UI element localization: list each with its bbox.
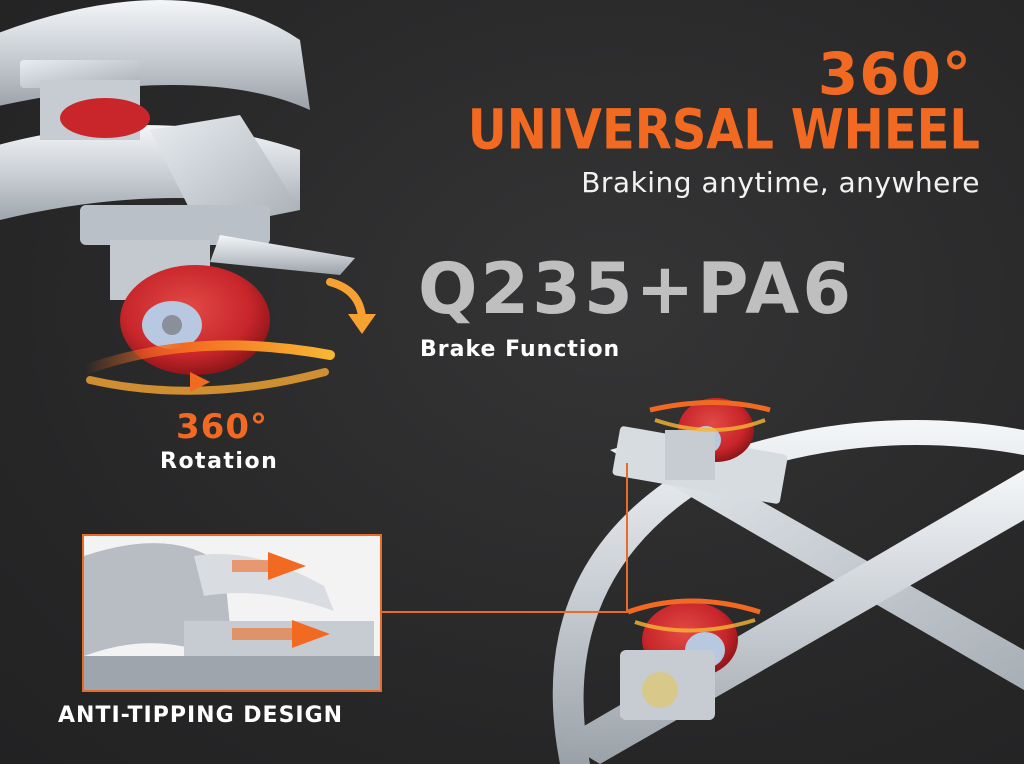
dolly-caster-bottom — [620, 598, 761, 720]
top-caster-bracket — [20, 60, 150, 140]
arrow-right-icon — [232, 552, 306, 580]
rotation-arrows — [80, 340, 335, 395]
headline-angle: 360° — [817, 40, 972, 108]
anti-tipping-inset — [82, 534, 382, 692]
rotation-label: Rotation — [160, 449, 279, 474]
arrow-right-icon-2 — [232, 620, 330, 648]
anti-tipping-label: ANTI-TIPPING DESIGN — [58, 703, 344, 728]
rotation-angle: 360° — [176, 407, 268, 447]
brake-arrow-icon — [326, 278, 376, 334]
callout-connector — [378, 463, 628, 613]
dolly-caster-top — [649, 398, 771, 480]
headline-title: UNIVERSAL WHEEL — [467, 98, 980, 163]
brake-function-label: Brake Function — [420, 337, 621, 362]
material-spec: Q235+PA6 — [418, 248, 855, 330]
tagline: Braking anytime, anywhere — [581, 166, 980, 199]
anti-tipping-detail — [84, 536, 380, 690]
